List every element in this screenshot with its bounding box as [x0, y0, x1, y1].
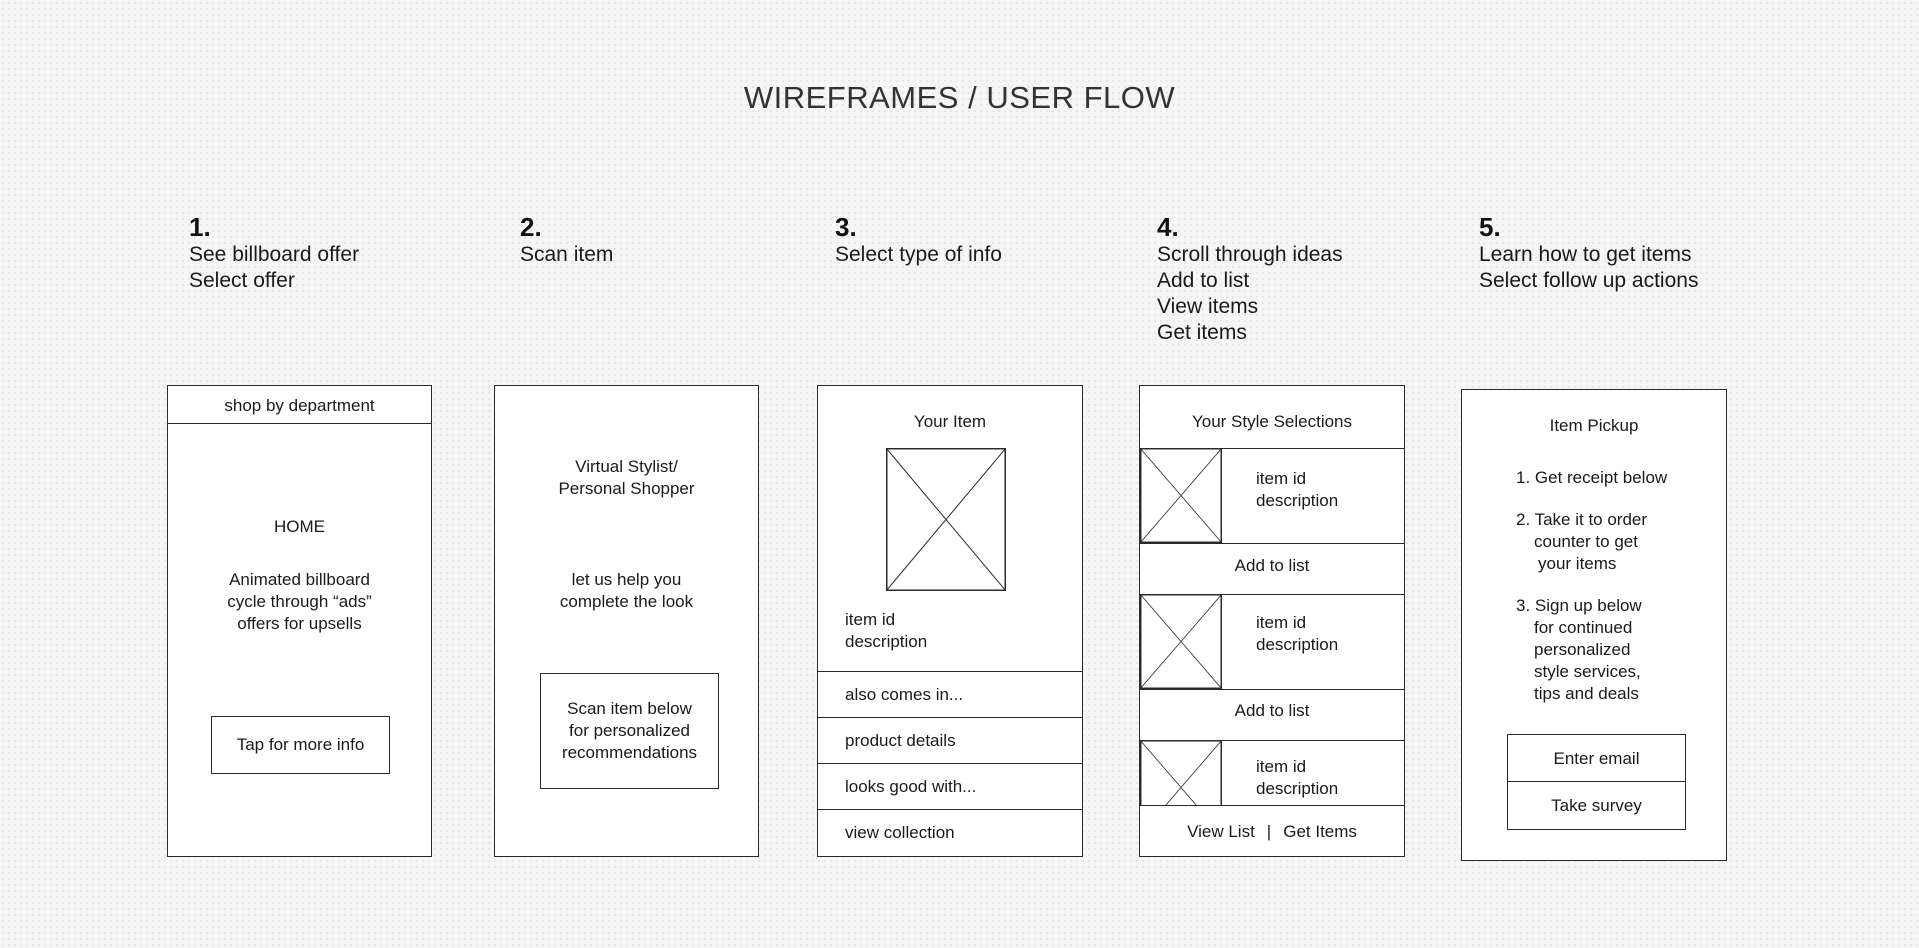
shop-by-department-header[interactable]: shop by department: [224, 396, 375, 415]
tap-for-more-info-button[interactable]: Tap for more info: [211, 716, 390, 774]
title-line: Virtual Stylist/: [575, 457, 678, 476]
divider: [1140, 594, 1404, 595]
billboard-text: Animated billboard cycle through “ads” o…: [168, 569, 431, 635]
step-line: for continued: [1534, 618, 1633, 637]
step-line: tips and deals: [1534, 684, 1639, 703]
wireframe-screen-your-item: Your Item item id description also comes…: [817, 385, 1083, 857]
pickup-step-2: 2. Take it to order counter to get your …: [1516, 509, 1647, 575]
add-to-list-button[interactable]: Add to list: [1234, 556, 1310, 575]
help-line: complete the look: [559, 592, 694, 611]
item-description: item id description: [1256, 468, 1338, 512]
add-to-list-button[interactable]: Add to list: [1234, 701, 1310, 720]
button-line: Scan item below: [567, 699, 692, 718]
take-survey-button[interactable]: Take survey: [1507, 781, 1686, 830]
item-id: item id: [1256, 613, 1307, 632]
step-number: 1.: [189, 212, 211, 242]
virtual-stylist-title: Virtual Stylist/ Personal Shopper: [495, 456, 758, 500]
step-line: 2. Take it to order: [1516, 510, 1648, 529]
step-text: Add to list: [1157, 269, 1250, 292]
step-text: Learn how to get items: [1479, 243, 1692, 266]
divider: [1140, 740, 1404, 741]
divider: [1140, 543, 1404, 544]
item-id: item id: [845, 610, 896, 629]
pickup-step-1: 1. Get receipt below: [1516, 467, 1667, 489]
item-id: item id: [1256, 757, 1307, 776]
divider: [1140, 448, 1404, 449]
pickup-step-3: 3. Sign up below for continued personali…: [1516, 595, 1642, 705]
help-text: let us help you complete the look: [495, 569, 758, 613]
step-number: 2.: [520, 212, 542, 242]
wireframe-screen-home: shop by department HOME Animated billboa…: [167, 385, 432, 857]
home-label: HOME: [274, 517, 325, 536]
step-text: Scroll through ideas: [1157, 243, 1343, 266]
step-4-caption: 4. Scroll through ideas Add to list View…: [1157, 212, 1343, 346]
button-line: recommendations: [561, 743, 698, 762]
step-number: 3.: [835, 212, 857, 242]
image-placeholder-icon: [1140, 594, 1222, 689]
billboard-line: offers for upsells: [237, 614, 362, 633]
billboard-line: cycle through “ads”: [227, 592, 372, 611]
item-pickup-title: Item Pickup: [1549, 416, 1639, 435]
wireframe-screen-item-pickup: Item Pickup 1. Get receipt below 2. Take…: [1461, 389, 1727, 861]
step-line: your items: [1538, 554, 1617, 573]
step-text: Select type of info: [835, 243, 1002, 266]
item-id: item id: [1256, 469, 1307, 488]
wireframe-screen-style-selections: Your Style Selections item id descriptio…: [1139, 385, 1405, 857]
your-item-title: Your Item: [913, 412, 987, 431]
step-text: View items: [1157, 295, 1259, 318]
step-text: Get items: [1157, 321, 1247, 344]
billboard-line: Animated billboard: [229, 570, 370, 589]
enter-email-button[interactable]: Enter email: [1507, 734, 1686, 783]
step-1-caption: 1. See billboard offer Select offer: [189, 212, 359, 294]
button-line: for personalized: [569, 721, 690, 740]
step-number: 5.: [1479, 212, 1501, 242]
step-number: 4.: [1157, 212, 1179, 242]
step-3-caption: 3. Select type of info: [835, 212, 1002, 268]
footer-actions: View List | Get Items: [1140, 805, 1404, 856]
step-text: Select offer: [189, 269, 295, 292]
style-selections-title: Your Style Selections: [1191, 412, 1353, 431]
scan-item-button[interactable]: Scan item below for personalized recomme…: [540, 673, 719, 789]
view-list-button[interactable]: View List: [1187, 822, 1255, 841]
item-description: item id description: [845, 609, 927, 653]
step-2-caption: 2. Scan item: [520, 212, 613, 268]
menu-also-comes-in[interactable]: also comes in...: [818, 671, 1082, 717]
step-text: Select follow up actions: [1479, 269, 1699, 292]
title-line: Personal Shopper: [558, 479, 695, 498]
item-desc: description: [1256, 635, 1339, 654]
item-desc: description: [1256, 779, 1339, 798]
divider: [1140, 689, 1404, 690]
step-line: style services,: [1534, 662, 1641, 681]
item-desc: description: [1256, 491, 1339, 510]
menu-view-collection[interactable]: view collection: [818, 809, 1082, 856]
image-placeholder-icon: [1140, 448, 1222, 543]
image-placeholder-icon: [886, 448, 1006, 591]
menu-looks-good-with[interactable]: looks good with...: [818, 763, 1082, 809]
page-title: WIREFRAMES / USER FLOW: [743, 80, 1176, 115]
wireframe-screen-scan: Virtual Stylist/ Personal Shopper let us…: [494, 385, 759, 857]
item-desc: description: [845, 632, 928, 651]
step-line: 3. Sign up below: [1516, 596, 1642, 615]
item-description: item id description: [1256, 756, 1338, 800]
step-line: 1. Get receipt below: [1516, 468, 1668, 487]
step-line: counter to get: [1534, 532, 1638, 551]
get-items-button[interactable]: Get Items: [1283, 822, 1357, 841]
footer-separator: |: [1266, 822, 1272, 841]
menu-product-details[interactable]: product details: [818, 717, 1082, 763]
item-description: item id description: [1256, 612, 1338, 656]
header-divider: [168, 423, 431, 424]
step-5-caption: 5. Learn how to get items Select follow …: [1479, 212, 1698, 294]
step-text: Scan item: [520, 243, 614, 266]
step-line: personalized: [1534, 640, 1631, 659]
image-placeholder-icon: [1140, 740, 1222, 806]
step-text: See billboard offer: [189, 243, 360, 266]
help-line: let us help you: [571, 570, 682, 589]
